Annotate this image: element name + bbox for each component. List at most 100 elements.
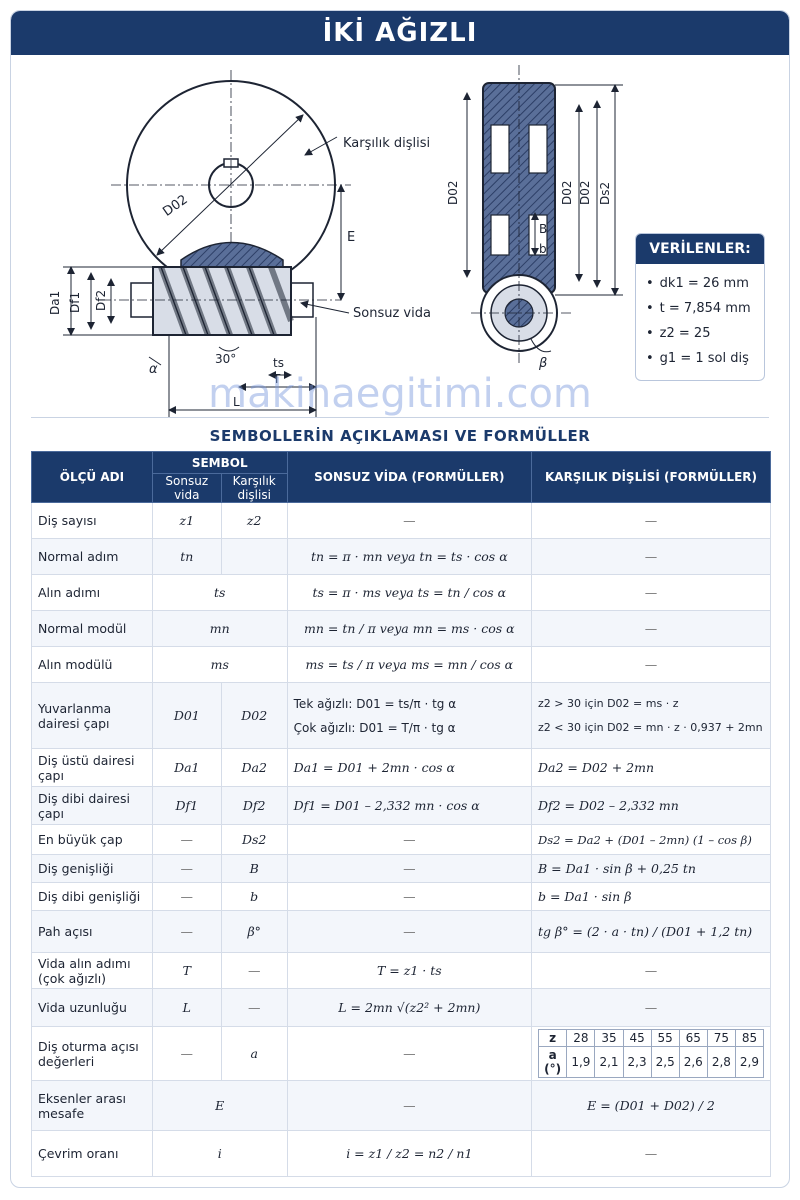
formula-table: ÖLÇÜ ADI SEMBOL SONSUZ VİDA (FORMÜLLER) … xyxy=(31,451,772,1177)
formula-worm: i = z1 / z2 = n2 / n1 xyxy=(286,1130,532,1177)
row-name: Vida alın adımı (çok ağızlı) xyxy=(31,952,153,989)
label-sonsuz-vida: Sonsuz vida xyxy=(353,306,431,321)
table-row: Normal adım tn tn = π · mn veya tn = ts … xyxy=(31,538,772,575)
table-row: Diş oturma açısı değerleri — a — z 28 35… xyxy=(31,1026,772,1081)
given-title: VERİLENLER: xyxy=(636,234,764,264)
label-ds2: Ds2 xyxy=(598,182,612,205)
symbol-shared: E xyxy=(151,1080,288,1131)
symbol-shared: i xyxy=(151,1130,288,1177)
row-name: Çevrim oranı xyxy=(31,1130,153,1177)
given-values-box: VERİLENLER: dk1 = 26 mm t = 7,854 mm z2 … xyxy=(635,233,765,381)
symbol-worm: — xyxy=(151,854,222,883)
symbol-wheel: — xyxy=(220,952,288,989)
z-label: z xyxy=(537,1029,568,1047)
row-name: Pah açısı xyxy=(31,910,153,953)
label-d02-right-c: D02 xyxy=(578,180,592,205)
formula-worm: — xyxy=(286,1026,532,1081)
label-karsilik-dislisi: Karşılık dişlisi xyxy=(343,136,430,151)
z-value: 45 xyxy=(622,1029,652,1047)
symbol-worm: z1 xyxy=(151,502,222,539)
formula-wheel: tg β° = (2 · a · tn) / (D01 + 1,2 tn) xyxy=(530,910,772,953)
page-frame: İKİ AĞIZLI xyxy=(10,10,790,1188)
label-alpha: α xyxy=(149,362,158,377)
header-olcu-adi: ÖLÇÜ ADI xyxy=(31,451,153,503)
formula-worm: — xyxy=(286,1080,532,1131)
watermark: makinaegitimi.com xyxy=(208,371,592,417)
symbol-wheel: β° xyxy=(220,910,288,953)
label-l: L xyxy=(233,395,240,409)
worm-wheel-section-view xyxy=(463,65,623,365)
formula-worm: Da1 = D01 + 2mn · cos α xyxy=(286,748,532,787)
row-name: Normal adım xyxy=(31,538,153,575)
angle-values-table: z 28 35 45 55 65 75 85 a (°) 1,9 2 xyxy=(537,1029,765,1078)
table-row: Vida uzunluğu L — L = 2mn √(z2² + 2mn) — xyxy=(31,988,772,1027)
symbol-worm: Df1 xyxy=(151,786,222,825)
table-row: Vida alın adımı (çok ağızlı) T — T = z1 … xyxy=(31,952,772,989)
label-ts: ts xyxy=(273,356,284,370)
table-row: Normal modül mn mn = tn / π veya mn = ms… xyxy=(31,610,772,647)
table-row: Yuvarlanma dairesi çapı D01 D02 Tek ağız… xyxy=(31,682,772,749)
label-beta: β xyxy=(538,356,547,371)
a-value: 2,9 xyxy=(734,1046,765,1078)
symbol-wheel: Da2 xyxy=(220,748,288,787)
symbol-worm: — xyxy=(151,824,222,855)
formula-worm: — xyxy=(286,910,532,953)
z-value: 28 xyxy=(566,1029,596,1047)
a-value: 2,5 xyxy=(650,1046,680,1078)
header-karsilik-formul: KARŞILIK DİŞLİSİ (FORMÜLLER) xyxy=(530,451,772,503)
table-row: Alın adımı ts ts = π · ms veya ts = tn /… xyxy=(31,574,772,611)
row-name: Alın modülü xyxy=(31,646,153,683)
formula-wheel: — xyxy=(530,1130,772,1177)
formula-wheel: — xyxy=(530,574,772,611)
formula-worm: tn = π · mn veya tn = ts · cos α xyxy=(286,538,532,575)
a-value: 1,9 xyxy=(566,1046,596,1078)
given-item: z2 = 25 xyxy=(646,321,756,346)
worm-wheel-front-view xyxy=(111,70,351,303)
formula-wheel-z-lt-30: z2 < 30 için D02 = mn · z · 0,937 + 2mn xyxy=(537,720,763,734)
symbol-wheel: Df2 xyxy=(220,786,288,825)
symbol-worm: L xyxy=(151,988,222,1027)
header-sembol-sonsuz-vida: Sonsuz vida xyxy=(151,473,222,503)
formula-wheel: b = Da1 · sin β xyxy=(530,882,772,911)
formula-wheel-z-gt-30: z2 > 30 için D02 = ms · z xyxy=(537,696,679,710)
symbol-wheel: b xyxy=(220,882,288,911)
table-row: En büyük çap — Ds2 — Ds2 = Da2 + (D01 – … xyxy=(31,824,772,855)
symbol-shared: mn xyxy=(151,610,288,647)
symbol-wheel xyxy=(220,538,288,575)
z-value: 65 xyxy=(678,1029,708,1047)
label-df1: Df1 xyxy=(68,292,82,313)
row-name: Eksenler arası mesafe xyxy=(31,1080,153,1131)
formula-worm: — xyxy=(286,502,532,539)
given-list: dk1 = 26 mm t = 7,854 mm z2 = 25 g1 = 1 … xyxy=(636,264,764,371)
symbol-worm: tn xyxy=(151,538,222,575)
row-name: Diş üstü dairesi çapı xyxy=(31,748,153,787)
a-value: 2,8 xyxy=(706,1046,736,1078)
header-sembol-karsilik: Karşılık dişlisi xyxy=(220,473,288,503)
label-d02-right-b: D02 xyxy=(560,180,574,205)
z-value: 85 xyxy=(734,1029,765,1047)
table-row: Eksenler arası mesafe E — E = (D01 + D02… xyxy=(31,1080,772,1131)
divider xyxy=(31,417,769,418)
symbol-wheel: B xyxy=(220,854,288,883)
formula-wheel: E = (D01 + D02) / 2 xyxy=(530,1080,772,1131)
formula-worm: — xyxy=(286,854,532,883)
label-e: E xyxy=(347,230,355,245)
formula-wheel: B = Da1 · sin β + 0,25 tn xyxy=(530,854,772,883)
table-row: Diş sayısı z1 z2 — — xyxy=(31,502,772,539)
table-row: Pah açısı — β° — tg β° = (2 · a · tn) / … xyxy=(31,910,772,953)
left-dimensions xyxy=(63,136,350,417)
z-value: 55 xyxy=(650,1029,680,1047)
z-value: 35 xyxy=(594,1029,624,1047)
formula-wheel: — xyxy=(530,538,772,575)
table-row: Diş dibi dairesi çapı Df1 Df2 Df1 = D01 … xyxy=(31,786,772,825)
a-value: 2,1 xyxy=(594,1046,624,1078)
row-name: Diş genişliği xyxy=(31,854,153,883)
formula-worm: L = 2mn √(z2² + 2mn) xyxy=(286,988,532,1027)
formula-wheel: Ds2 = Da2 + (D01 – 2mn) (1 – cos β) xyxy=(530,824,772,855)
row-name: Alın adımı xyxy=(31,574,153,611)
symbol-worm: — xyxy=(151,1026,222,1081)
angle-values-cell: z 28 35 45 55 65 75 85 a (°) 1,9 2 xyxy=(530,1026,772,1081)
symbol-worm: — xyxy=(151,882,222,911)
formula-worm-single: Tek ağızlı: D01 = ts/π · tg α xyxy=(293,696,457,711)
header-sonsuz-vida-formul: SONSUZ VİDA (FORMÜLLER) xyxy=(286,451,532,503)
